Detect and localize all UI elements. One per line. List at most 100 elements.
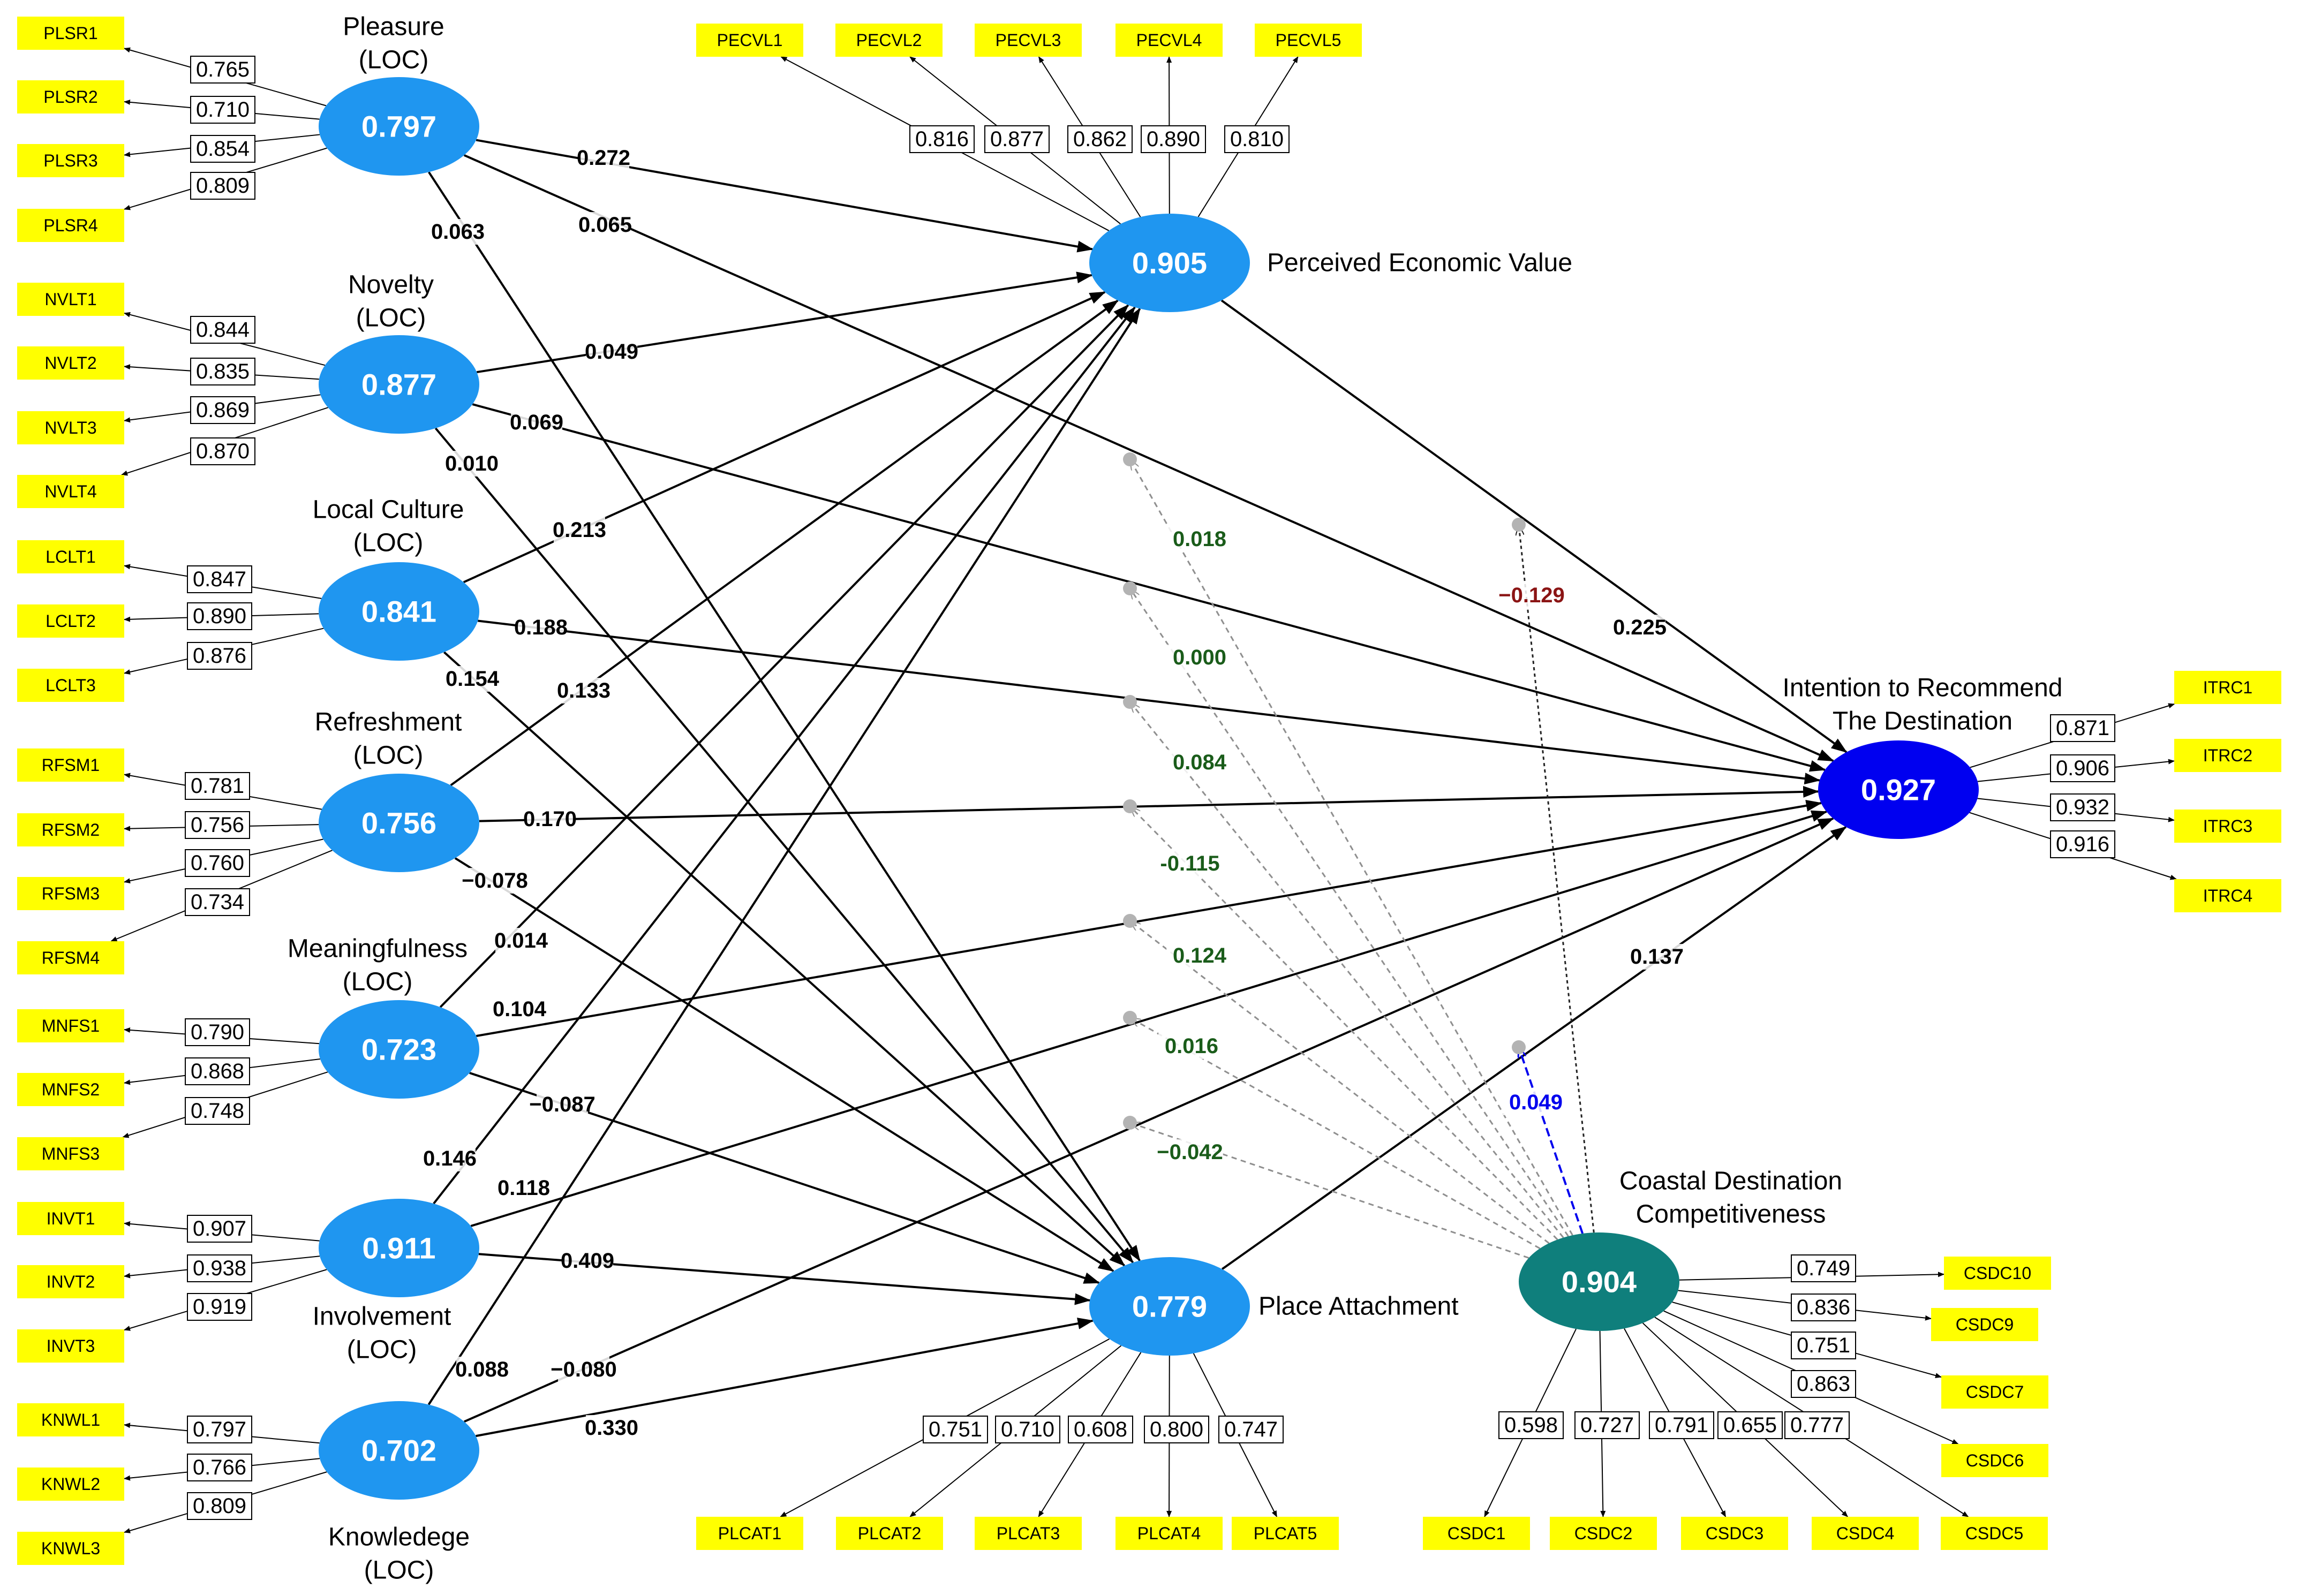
loading-value: 0.835: [196, 360, 250, 383]
path-coef-label: 0.063: [431, 220, 485, 244]
path-arrow-lclt-plcat: [443, 651, 1126, 1267]
path-arrow-knwl-plcat: [476, 1318, 1094, 1438]
indicator-box: [1115, 24, 1223, 57]
indicator-box: [1941, 1517, 2048, 1550]
loading-value: 0.871: [2056, 716, 2109, 740]
path-coef-bg: [469, 868, 521, 894]
construct-name-label: (LOC): [343, 968, 413, 996]
indicator-label: CSDC5: [1965, 1524, 2023, 1543]
path-arrow-rfsm-pecvl: [450, 299, 1119, 786]
path-coef-label: −0.080: [551, 1358, 616, 1381]
loading-box: [1791, 1332, 1856, 1359]
indicator-box: [2174, 879, 2281, 912]
path-coef-bg: [1614, 615, 1665, 640]
moderation-point: [1123, 799, 1137, 813]
construct-name-label: (LOC): [353, 529, 424, 557]
indicator-label: CSDC2: [1574, 1524, 1632, 1543]
path-coef-label: 0.014: [494, 929, 548, 952]
construct-r2-value: 0.911: [362, 1231, 435, 1265]
path-arrow-pecvl-itrc: [1220, 299, 1848, 753]
indicator-box: [17, 475, 124, 508]
loading-value: 0.751: [929, 1418, 982, 1441]
construct-name-label: (LOC): [356, 304, 426, 332]
loading-box: [187, 602, 252, 630]
loading-box: [185, 1097, 250, 1125]
indicator-label: PLSR2: [43, 87, 97, 107]
indicator-box: [17, 346, 124, 380]
loading-value: 0.655: [1723, 1413, 1777, 1437]
loading-value: 0.932: [2056, 796, 2109, 819]
loading-box: [1791, 1370, 1856, 1398]
indicator-label: PLCAT5: [1254, 1524, 1317, 1543]
loading-value: 0.862: [1073, 127, 1127, 151]
loading-value: 0.781: [191, 774, 244, 798]
construct-name-label: (LOC): [347, 1336, 417, 1364]
path-coef-label: 0.133: [557, 679, 610, 702]
path-arrow-lclt-itrc: [478, 619, 1821, 785]
moderation-coef-label: 0.084: [1173, 751, 1227, 774]
indicator-box: [1255, 24, 1362, 57]
loading-box: [1574, 1411, 1640, 1439]
indicator-label: PLCAT3: [997, 1524, 1060, 1543]
construct-plsr: [319, 77, 479, 176]
indicator-box: [17, 209, 124, 242]
path-coef-bg: [554, 517, 605, 543]
path-arrow-nvlt-plcat: [434, 427, 1134, 1264]
moderation-point: [1123, 452, 1137, 466]
path-coef-label: 0.069: [510, 411, 563, 434]
indicator-label: PLCAT1: [718, 1524, 782, 1543]
path-coef-label: 0.065: [578, 213, 632, 237]
loading-value: 0.869: [196, 398, 250, 422]
construct-knwl: [319, 1401, 479, 1500]
construct-mnfs: [319, 1000, 479, 1099]
path-arrow-rfsm-plcat: [454, 857, 1114, 1272]
moderation-point: [1123, 914, 1137, 928]
indicator-box: [17, 1137, 124, 1170]
loading-box: [185, 849, 250, 877]
path-arrow-plsr-pecvl: [476, 139, 1094, 253]
loading-value: 0.907: [193, 1217, 246, 1241]
loading-box: [2050, 793, 2115, 821]
indicator-label: PLSR1: [43, 24, 97, 43]
moderation-coef-label: 0.049: [1509, 1091, 1563, 1114]
indicator-label: PLSR3: [43, 151, 97, 170]
path-coef-label: −0.087: [529, 1093, 595, 1116]
path-coef-label: 0.137: [1630, 945, 1684, 969]
construct-name-label: Meaningfulness: [288, 935, 468, 963]
indicator-label: PLCAT4: [1137, 1524, 1201, 1543]
indicator-box: [17, 540, 124, 573]
loading-box: [185, 772, 250, 800]
construct-name-label: Refreshment: [315, 708, 462, 737]
indicator-box: [1115, 1517, 1223, 1550]
construct-name-label: Intention to Recommend: [1783, 674, 2063, 702]
loading-value: 0.710: [196, 98, 250, 122]
loading-value: 0.836: [1797, 1296, 1850, 1319]
indicator-box: [17, 1403, 124, 1436]
indicator-box: [975, 1517, 1082, 1550]
indicator-box: [17, 1468, 124, 1501]
indicator-label: KNWL2: [41, 1474, 100, 1494]
path-coef-bg: [495, 928, 547, 954]
moderation-coef-bg: [1157, 851, 1223, 876]
construct-r2-value: 0.756: [361, 806, 436, 840]
path-arrow-plcat-itrc: [1221, 826, 1847, 1270]
indicator-label: CSDC7: [1966, 1382, 2024, 1402]
loading-value: 0.809: [196, 174, 250, 198]
loading-value: 0.906: [2056, 757, 2109, 780]
indicator-label: PLCAT2: [858, 1524, 922, 1543]
construct-r2-value: 0.877: [361, 368, 436, 402]
loading-box: [1649, 1411, 1714, 1439]
loading-box: [1144, 1416, 1209, 1443]
indicator-box: [17, 1073, 124, 1106]
loading-box: [1717, 1411, 1783, 1439]
indicator-label: INVT3: [47, 1336, 95, 1356]
indicator-box: [1550, 1517, 1657, 1550]
path-arrow-knwl-itrc: [464, 817, 1835, 1423]
construct-name-label: (LOC): [364, 1556, 434, 1585]
indicator-box: [17, 144, 124, 177]
indicator-box: [836, 1517, 943, 1550]
indicator-box: [17, 411, 124, 444]
loading-box: [909, 125, 975, 153]
path-coef-label: 0.049: [585, 340, 638, 364]
indicator-box: [1423, 1517, 1530, 1550]
